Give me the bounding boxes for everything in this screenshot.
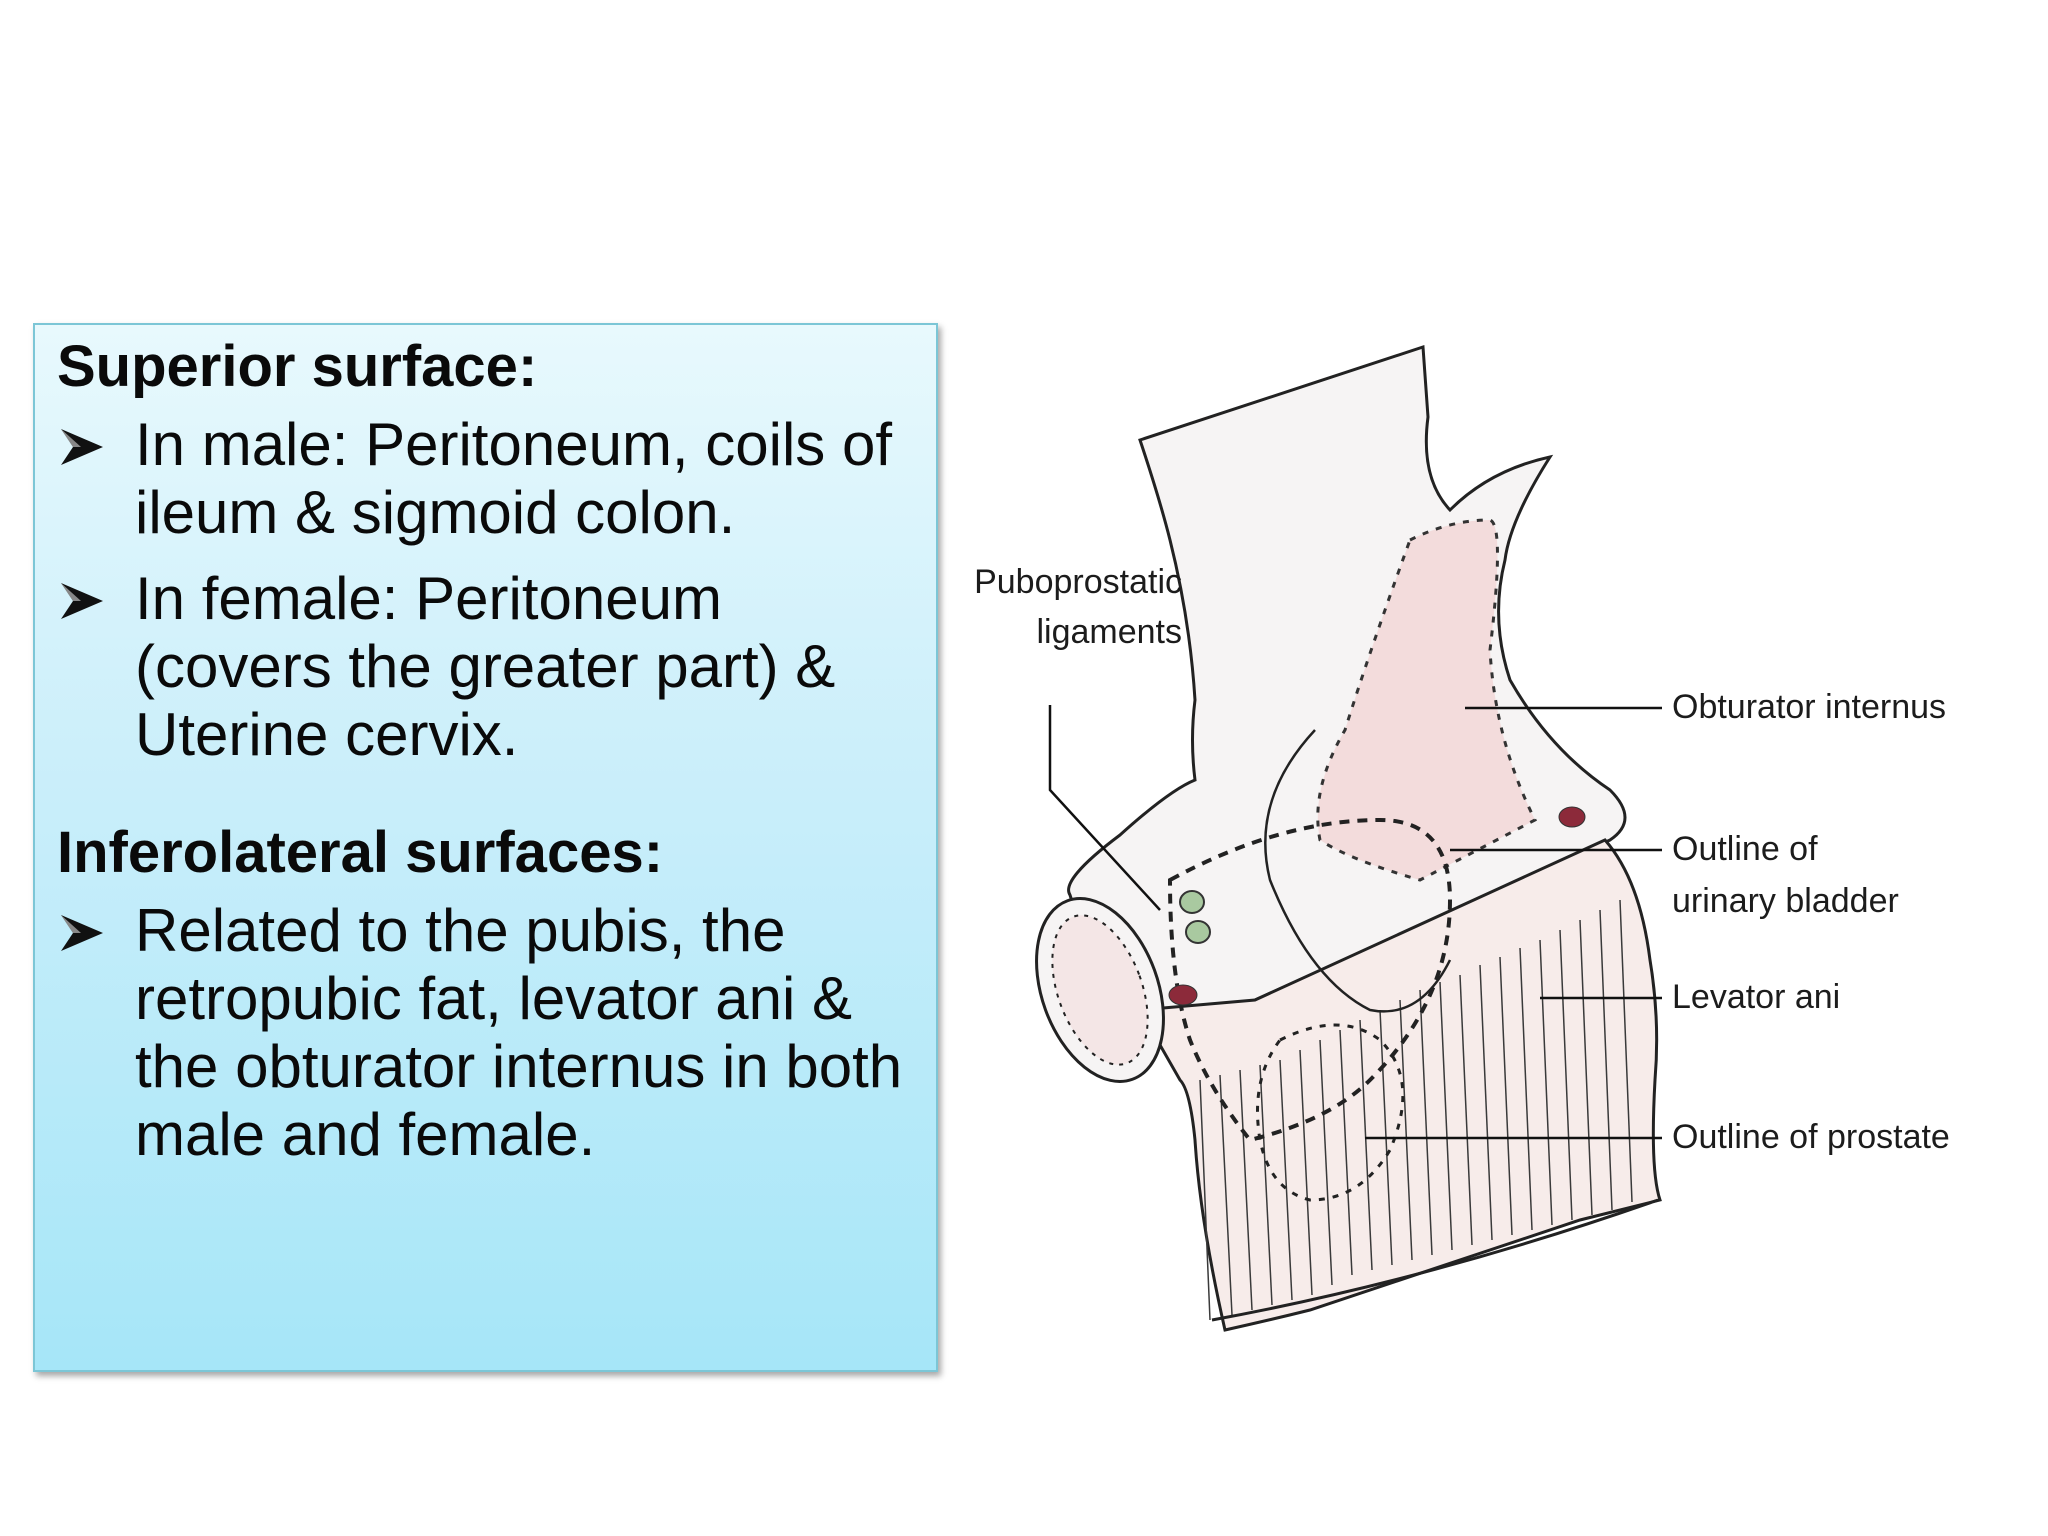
bullet-item: In male: Peritoneum, coils of ileum & si… — [57, 411, 916, 547]
superior-surface-heading: Superior surface: — [57, 334, 538, 399]
vessel-cross-section — [1168, 984, 1198, 1006]
vessel-cross-section — [1558, 806, 1586, 828]
levator-ani-bottom-edge — [1211, 1198, 1659, 1322]
label-puboprostatic-2: ligaments — [1036, 613, 1182, 651]
bladder-wall-line — [1264, 729, 1452, 1013]
arrowhead-bullet-icon — [61, 583, 103, 619]
bullet-text: In male: Peritoneum, coils of ileum & si… — [135, 411, 893, 546]
bullet-text: In female: Peritoneum (covers the greate… — [135, 565, 836, 768]
label-obturator-internus: Obturator internus — [1672, 688, 1946, 726]
levator-ani-muscle — [1137, 838, 1662, 1332]
bullet-text: Related to the pubis, the retropubic fat… — [135, 897, 903, 1168]
arrowhead-bullet-icon — [61, 915, 103, 951]
leader-line-puboprostatic — [1048, 705, 1161, 911]
obturator-internus-region — [1316, 518, 1538, 882]
urinary-bladder-outline — [1167, 817, 1453, 1143]
levator-ani-striations — [1199, 899, 1633, 1321]
text-box: Superior surface: In male: Peritoneum, c… — [33, 323, 938, 1372]
puboprostatic-ligament — [1179, 890, 1205, 914]
bullet-item: In female: Peritoneum (covers the greate… — [57, 565, 916, 769]
label-outline-bladder-2: urinary bladder — [1672, 882, 1899, 920]
label-puboprostatic-1: Puboprostatic — [974, 563, 1182, 601]
superior-bullet-list: In male: Peritoneum, coils of ileum & si… — [57, 411, 916, 769]
label-outline-prostate: Outline of prostate — [1672, 1118, 1950, 1156]
puboprostatic-ligament — [1185, 920, 1211, 944]
anatomy-illustration: Puboprostatic ligaments Obturator intern… — [974, 344, 1950, 1332]
bullet-item: Related to the pubis, the retropubic fat… — [57, 897, 916, 1169]
label-levator-ani: Levator ani — [1672, 978, 1840, 1016]
inferolateral-bullet-list: Related to the pubis, the retropubic fat… — [57, 897, 916, 1169]
arrowhead-bullet-icon — [61, 429, 103, 465]
label-outline-bladder-1: Outline of — [1672, 830, 1818, 868]
inferolateral-surfaces-heading: Inferolateral surfaces: — [57, 820, 664, 885]
prostate-outline — [1256, 1023, 1405, 1202]
